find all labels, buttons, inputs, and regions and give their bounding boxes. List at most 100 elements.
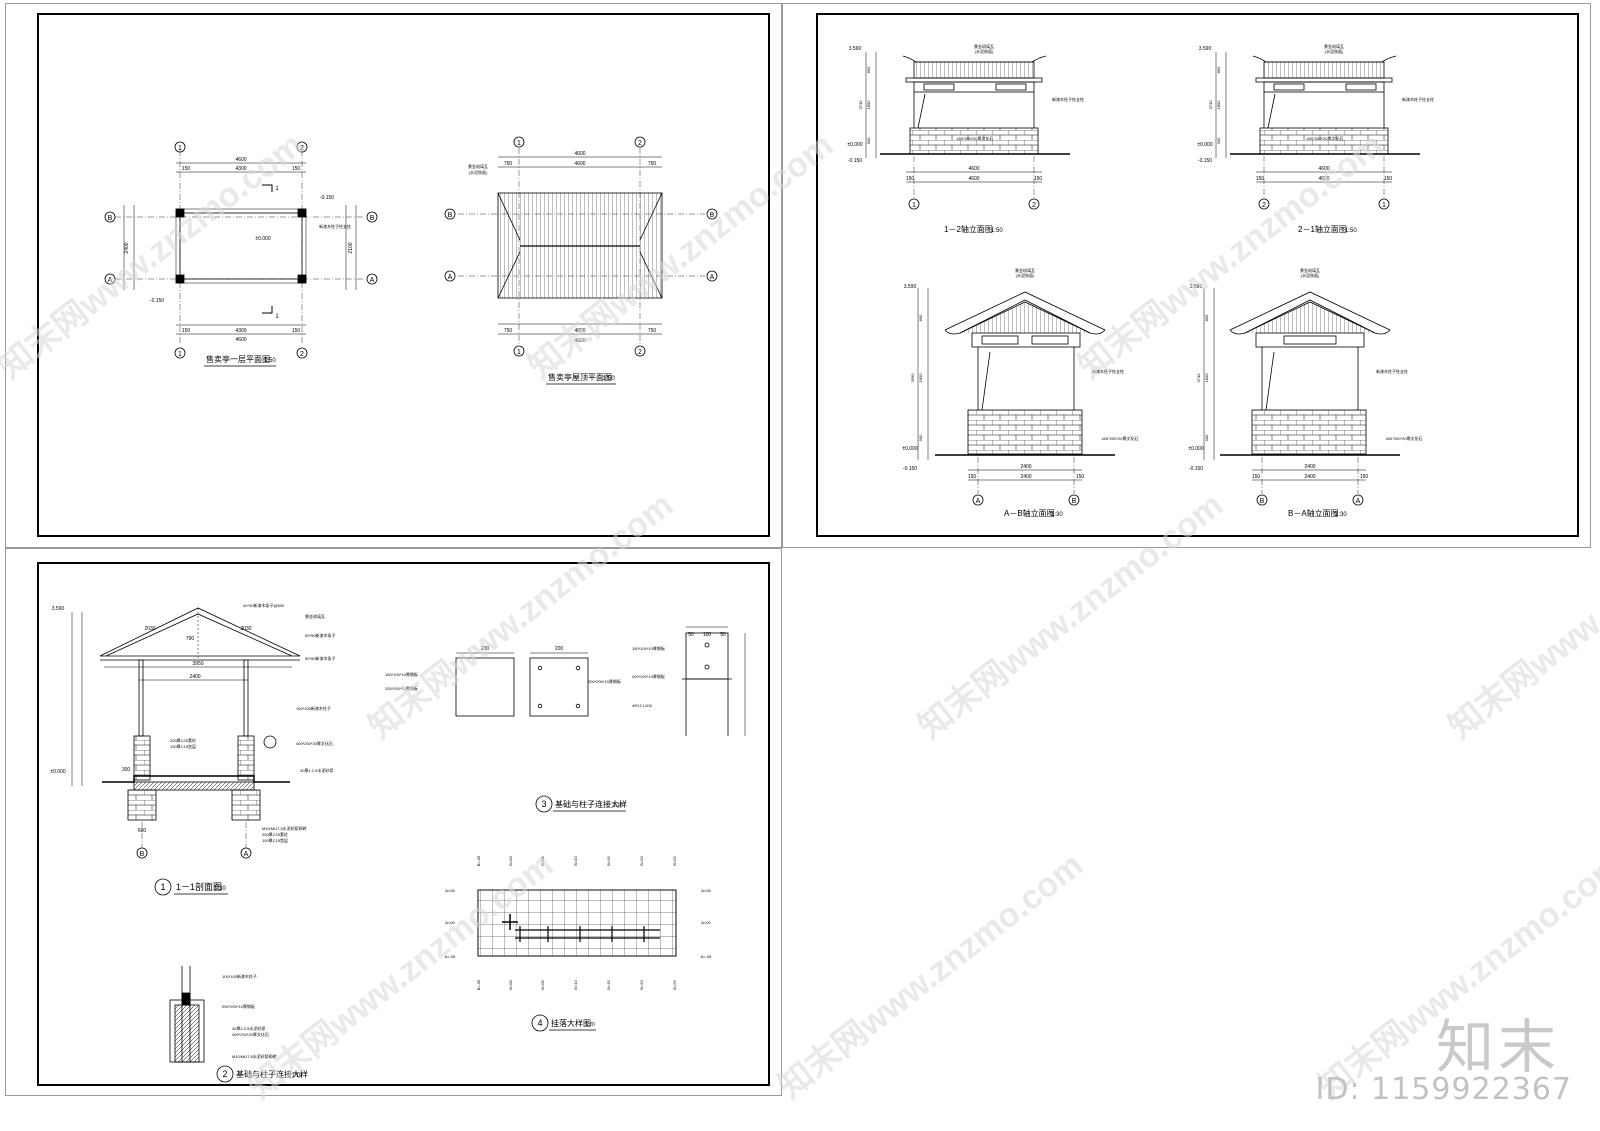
roof-note: (水泥饰面) — [975, 48, 994, 54]
axis-a-label: A — [976, 498, 981, 505]
grid-label: B=05 — [540, 979, 545, 989]
note: 100厚C15垫层 — [262, 837, 288, 843]
grid-label: B=05 — [540, 855, 545, 865]
grid-label: B=10 — [573, 979, 578, 989]
dim-text: 150 — [906, 176, 915, 182]
note: 200*200*10厚钢板 — [385, 685, 418, 691]
dim-text: 750 — [648, 161, 657, 167]
detail-3 — [455, 626, 746, 813]
axis-b-label: B — [370, 215, 375, 222]
level-text: ±0.000 — [50, 769, 65, 775]
post-note: 新漆木柱子柱支柱 — [1402, 96, 1434, 102]
dim-text: 4600 — [1318, 166, 1329, 172]
roof-note: (水泥饰面) — [1016, 272, 1035, 278]
level-text: 3.590 — [52, 606, 65, 612]
axis-a-label: A — [108, 277, 113, 284]
roof-plan-labels: 1 2 1 2 B A B A 4600 4600 750 750 4600 4… — [448, 140, 715, 356]
section-1-1-title: 1－1剖面图 1:30 — [176, 881, 226, 892]
axis-1-label: 1 — [517, 349, 521, 356]
note: 50*50新漆木条子 — [305, 632, 335, 638]
axis-1-label: 1 — [178, 145, 182, 152]
note: 150*100*10厚钢板 — [385, 671, 418, 677]
level-text: -0.150 — [320, 195, 334, 201]
detail-title: 基础与柱子连接大样 — [236, 1069, 308, 1079]
grid-label: B=-05 — [476, 855, 481, 867]
grid-label: A=05 — [445, 888, 455, 893]
elevation-a-b — [917, 288, 1115, 506]
asset-id-text: ID: 1159922367 — [1315, 1072, 1572, 1107]
dim-text: 750 — [504, 328, 513, 334]
dim-text: 4600 — [235, 337, 246, 343]
dim-text: 150 — [1360, 474, 1369, 480]
detail-number: 3 — [541, 799, 546, 809]
post-note: 新漆木柱子柱支柱 — [319, 223, 351, 229]
dim-text: 100 — [703, 632, 712, 638]
grid-label: A=00 — [701, 920, 711, 925]
elevation-2-1 — [1215, 52, 1420, 210]
section-title: 1－1剖面图 — [176, 881, 222, 892]
stone-note: 400*200*20厚文化石 — [1386, 435, 1423, 441]
elevation-title: B－A轴立面图 — [1288, 508, 1339, 518]
level-text: -0.150 — [1198, 158, 1212, 164]
axis-a-label: A — [710, 274, 715, 281]
post-note: 新漆木柱子柱支柱 — [1052, 96, 1084, 102]
stone-note: 400*200*20厚文化石 — [1102, 435, 1139, 441]
elevation-b-a — [1203, 288, 1400, 506]
stone-note: 400*200*20厚文化石 — [1307, 135, 1344, 141]
level-text: ±0.000 — [847, 142, 862, 148]
detail-number: 1 — [160, 882, 165, 892]
axis-1-label: 1 — [912, 202, 916, 209]
note: 100厚C15垫层 — [170, 743, 196, 749]
detail-3-labels: 200 200 50 100 50 3 — [481, 632, 726, 809]
elevation-scale: 1:50 — [991, 228, 1003, 234]
elevation-2-1-title: 2－1轴立面图 1:50 — [1298, 224, 1357, 234]
axis-2-label: 2 — [300, 145, 304, 152]
grid-label: A=00 — [445, 920, 455, 925]
detail-scale: 1:10 — [292, 1073, 302, 1079]
dim-text: 200 — [481, 646, 490, 652]
plan-title-block: 售卖亭一层平面图 1:50 — [206, 354, 276, 364]
axis-b-label: B — [108, 215, 113, 222]
detail-2-notes: 100*100新漆木柱子 200*200*10厚钢板 30厚1:2.5水泥砂浆 … — [222, 973, 277, 1059]
dim-text: 4600 — [968, 166, 979, 172]
note: 200*200*10厚钢板 — [632, 673, 665, 679]
dim-text: 150 — [1384, 176, 1393, 182]
level-text: ±0.000 — [902, 446, 917, 452]
grid-label: B=00 — [508, 979, 513, 989]
roof-note: 景金琉璃瓦 — [1324, 43, 1344, 49]
grid-label: B=25 — [672, 979, 677, 989]
dim-text: 4300 — [235, 166, 246, 172]
grid-label: A=-05 — [445, 954, 457, 959]
note: 200厚C25素砼 — [170, 737, 196, 743]
axis-2-label: 2 — [1262, 202, 1266, 209]
level-text: 3.590 — [904, 284, 917, 290]
dim-text: 2030 — [144, 626, 155, 632]
elevation-1-2-labels: 1 2 4600 4600 150 150 3.590 ±0.000 -0.15… — [847, 43, 1084, 209]
roof-plan-title: 售卖亭屋顶平面图 — [548, 372, 612, 382]
roof-note: (水泥饰面) — [1301, 272, 1320, 278]
drawing-sheet-elevations — [816, 13, 1579, 537]
dim-text: 150 — [292, 328, 301, 334]
dim-text: 2030 — [240, 626, 251, 632]
sheet-frame-2 — [782, 3, 1591, 548]
dim-text: 300 — [122, 767, 131, 773]
dim-text: 150 — [1252, 474, 1261, 480]
note: 景金琉璃瓦 — [305, 613, 325, 619]
dim-text: 3740 — [858, 100, 863, 110]
grid-label: B=20 — [639, 979, 644, 989]
elevation-title: A－B轴立面图 — [1004, 508, 1055, 518]
note: M10/MU7.5水泥砂浆砌砖 — [232, 1053, 277, 1059]
section-1-1-labels: B A 2030 2030 790 3950 2400 300 600 3.59… — [50, 606, 251, 892]
axis-b-label: B — [710, 212, 715, 219]
watermark-text: 知末网www.znzmo.com — [0, 126, 310, 387]
elevation-scale: 1:50 — [1345, 228, 1357, 234]
elevation-scale: 1:30 — [1051, 512, 1063, 518]
dim-text: 150 — [968, 474, 977, 480]
floor-plan-labels: 1 2 1 2 B A B A 4600 4300 150 150 4300 4… — [108, 145, 375, 358]
dim-text: 50 — [720, 632, 726, 638]
grid-label: B=10 — [573, 855, 578, 865]
dim-text: 1800 — [1204, 373, 1209, 383]
note: 4Φ12 L200 — [632, 703, 653, 708]
watermark-layer: 知末网www.znzmo.com 知末网www.znzmo.com 知末网www… — [0, 126, 1600, 1107]
grid-label: A=05 — [701, 888, 711, 893]
